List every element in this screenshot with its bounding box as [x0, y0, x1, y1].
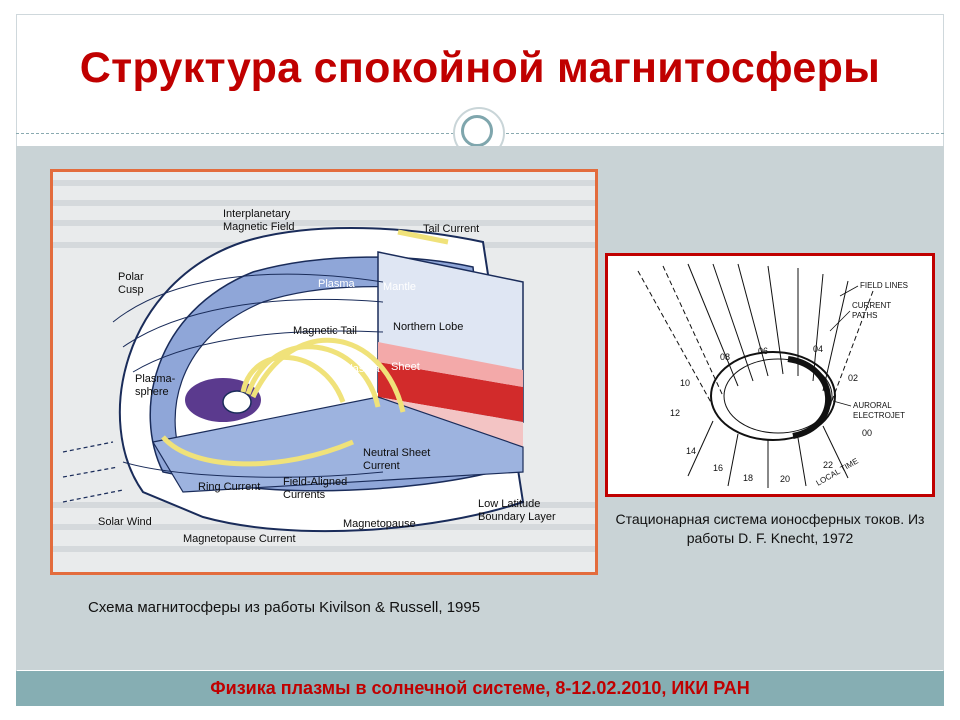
label-plasma-mantle-1: Plasma: [318, 278, 356, 290]
label-interplanetary-field-1: Interplanetary: [223, 208, 291, 220]
label-current-paths-1: CURRENT: [852, 301, 891, 310]
field-aligned-loops: [240, 337, 406, 413]
field-lines-pointer: [839, 285, 859, 297]
plasma-sheet-band: [378, 362, 523, 422]
hour-22: 22: [823, 460, 833, 470]
label-plasma-sheet-2: Sheet: [391, 361, 420, 373]
label-neutral-sheet-1: Neutral Sheet: [363, 447, 430, 459]
tail-current-arrow: [397, 229, 449, 245]
label-tail-current: Tail Current: [423, 223, 479, 235]
label-magnetopause-current: Magnetopause Current: [183, 533, 296, 545]
label-magnetopause: Magnetopause: [343, 518, 416, 530]
label-solar-wind: Solar Wind: [98, 516, 152, 528]
field-lines: [112, 273, 384, 478]
hour-00: 00: [862, 428, 872, 438]
label-neutral-sheet-2: Current: [363, 460, 400, 472]
label-local-time: LOCAL TIME: [815, 456, 860, 487]
label-plasmasphere-2: sphere: [135, 386, 169, 398]
auroral-oval-outer: [710, 351, 836, 441]
hour-20: 20: [780, 474, 790, 484]
ionospheric-currents-svg: 06 04 02 00 22 20 18 16 14 12 10 08 FIEL…: [637, 263, 908, 488]
footer-bar: [16, 671, 944, 706]
hour-10: 10: [680, 378, 690, 388]
solar-wind-arrows: [62, 441, 124, 503]
plasma-sheet-boundary: [378, 342, 523, 387]
hour-08: 08: [720, 352, 730, 362]
label-field-aligned-2: Currents: [283, 489, 326, 501]
label-auroral-electrojet-2: ELECTROJET: [853, 411, 905, 420]
hour-04: 04: [813, 344, 823, 354]
label-northern-lobe: Northern Lobe: [393, 321, 463, 333]
label-llbl-2: Boundary Layer: [478, 511, 556, 523]
converging-field-lines: [637, 263, 874, 407]
hour-02: 02: [848, 373, 858, 383]
hour-06: 06: [758, 346, 768, 356]
lower-field-lines: [687, 420, 849, 488]
label-plasmasphere-1: Plasma-: [135, 373, 176, 385]
magnetosphere-svg: Interplanetary Magnetic Field Tail Curre…: [53, 180, 595, 552]
label-polar-cusp-1: Polar: [118, 271, 144, 283]
auroral-electrojet-band: [787, 356, 832, 439]
label-polar-cusp-2: Cusp: [118, 284, 144, 296]
label-ring-current: Ring Current: [198, 481, 260, 493]
footer-text: Физика плазмы в солнечной системе, 8-12.…: [210, 678, 750, 698]
label-interplanetary-field-2: Magnetic Field: [223, 221, 295, 233]
left-figure-caption: Схема магнитосферы из работы Kivilson & …: [88, 599, 481, 616]
hour-14: 14: [686, 446, 696, 456]
earth-shape: [222, 390, 252, 414]
label-llbl-1: Low Latitude: [478, 498, 540, 510]
equatorial-slab: [152, 396, 524, 493]
magnetosphere-diagram: Interplanetary Magnetic Field Tail Curre…: [50, 169, 598, 575]
label-field-lines: FIELD LINES: [860, 281, 908, 290]
hour-16: 16: [713, 463, 723, 473]
label-plasma-sheet-1: Plasma: [343, 363, 381, 375]
label-current-paths-2: PATHS: [852, 311, 877, 320]
label-field-aligned-1: Field-Aligned: [283, 476, 347, 488]
auroral-oval-inner: [723, 358, 833, 434]
current-paths-pointer: [829, 310, 851, 332]
label-magnetic-tail: Magnetic Tail: [293, 325, 357, 337]
label-auroral-electrojet-1: AURORAL: [853, 401, 892, 410]
label-plasma-mantle-2: Mantle: [383, 281, 416, 293]
ionospheric-currents-diagram: 06 04 02 00 22 20 18 16 14 12 10 08 FIEL…: [605, 253, 935, 497]
right-figure-caption: Стационарная система ионосферных токов. …: [615, 511, 925, 546]
ring-current-arc: [161, 435, 354, 467]
slide-title: Структура спокойной магнитосферы: [79, 44, 881, 92]
hour-12: 12: [670, 408, 680, 418]
electrojet-pointer: [832, 400, 852, 407]
hour-18: 18: [743, 473, 753, 483]
